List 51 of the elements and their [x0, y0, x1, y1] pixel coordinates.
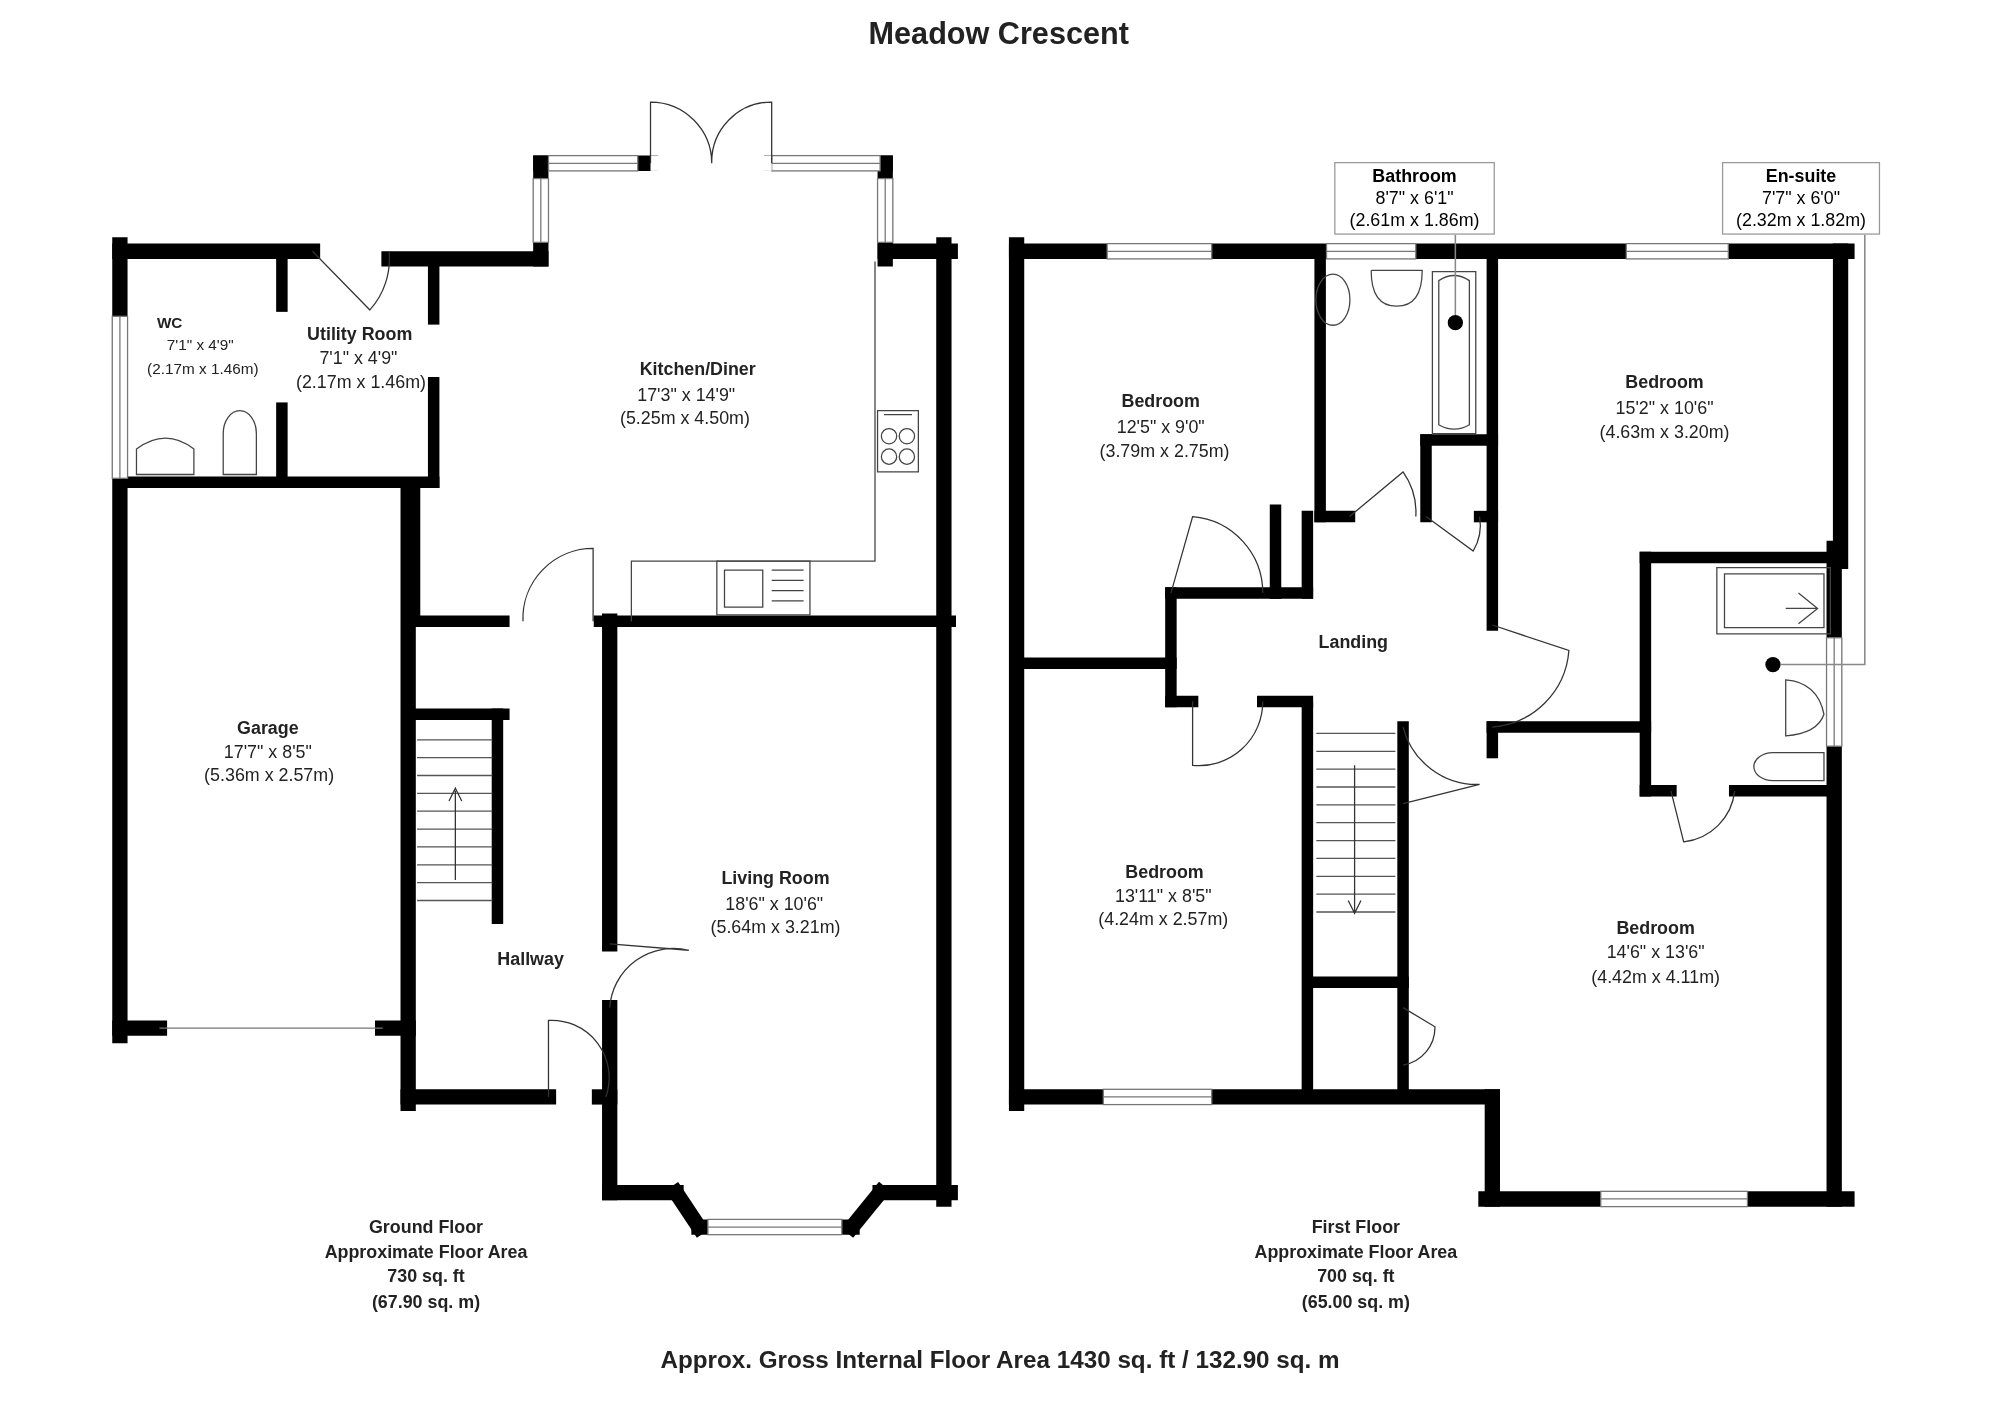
room-dimensions: (4.42m x 4.11m)	[1591, 967, 1720, 987]
floor-area-text: (67.90 sq. m)	[371, 1292, 481, 1313]
room-dimensions: (5.36m x 2.57m)	[204, 765, 335, 786]
room-dimensions: 12'5" x 9'0"	[1116, 417, 1205, 438]
room-dimensions: (2.17m x 1.46m)	[295, 372, 426, 393]
room-dimensions: 13'11" x 8'5"	[1114, 886, 1212, 907]
room-dimensions: (5.25m x 4.50m)	[619, 408, 750, 429]
leader-dot	[1765, 656, 1781, 673]
room-dimensions: (4.24m x 2.57m)	[1098, 909, 1229, 930]
floor-area-text: Approximate Floor Area	[1254, 1242, 1458, 1263]
room-name: Bedroom	[1125, 862, 1204, 883]
room-name: WC	[156, 315, 183, 333]
leader-line	[1454, 233, 1457, 316]
room-name: Hallway	[497, 949, 564, 969]
room-dimensions: 17'7" x 8'5"	[223, 742, 312, 763]
room-name: Utility Room	[307, 324, 413, 344]
callout-dimensions: 8'7" x 6'1"	[1374, 187, 1455, 209]
floor-area-text: Ground Floor	[369, 1217, 484, 1237]
room-dimensions: 17'3" x 14'9"	[637, 385, 736, 406]
room-name: Bedroom	[1625, 372, 1704, 393]
plan-title: Meadow Crescent	[868, 17, 1129, 52]
room-dimensions: (2.17m x 1.46m)	[147, 361, 259, 379]
leader-line	[1779, 233, 1866, 666]
callout-title: En-suite	[1764, 165, 1838, 188]
leader-dot	[1447, 315, 1463, 331]
room-name: Bedroom	[1121, 391, 1200, 412]
floor-area-text: (65.00 sq. m)	[1301, 1292, 1410, 1313]
room-name: Garage	[237, 718, 299, 739]
callout-dimensions: (2.32m x 1.82m)	[1735, 208, 1868, 231]
room-dimensions: 7'1" x 4'9"	[319, 348, 398, 369]
room-dimensions: (4.63m x 3.20m)	[1599, 422, 1730, 443]
floor-area-text: Approximate Floor Area	[324, 1242, 528, 1263]
room-dimensions: (3.79m x 2.75m)	[1099, 441, 1230, 462]
floor-area-text: First Floor	[1311, 1217, 1400, 1237]
plan-caption: Approx. Gross Internal Floor Area 1430 sq. ft / 132.90 sq. m	[660, 1347, 1340, 1375]
room-callout-box	[1334, 162, 1495, 235]
room-dimensions: (5.64m x 3.21m)	[710, 917, 841, 938]
floor-area-text: 700 sq. ft	[1317, 1266, 1395, 1287]
room-dimensions: 15'2" x 10'6"	[1615, 398, 1714, 418]
callout-title: Bathroom	[1371, 165, 1458, 188]
room-dimensions: 7'1" x 4'9"	[166, 337, 234, 355]
callout-dimensions: (2.61m x 1.86m)	[1348, 208, 1481, 231]
room-dimensions: 14'6" x 13'6"	[1606, 943, 1705, 963]
room-name: Landing	[1318, 633, 1389, 653]
room-dimensions: 18'6" x 10'6"	[725, 894, 824, 915]
room-name: Living Room	[721, 869, 830, 889]
room-name: Kitchen/Diner	[639, 360, 756, 380]
room-name: Bedroom	[1616, 918, 1695, 939]
room-callout-box	[1721, 162, 1881, 235]
callout-dimensions: 7'7" x 6'0"	[1761, 187, 1842, 209]
floor-area-text: 730 sq. ft	[387, 1266, 465, 1287]
